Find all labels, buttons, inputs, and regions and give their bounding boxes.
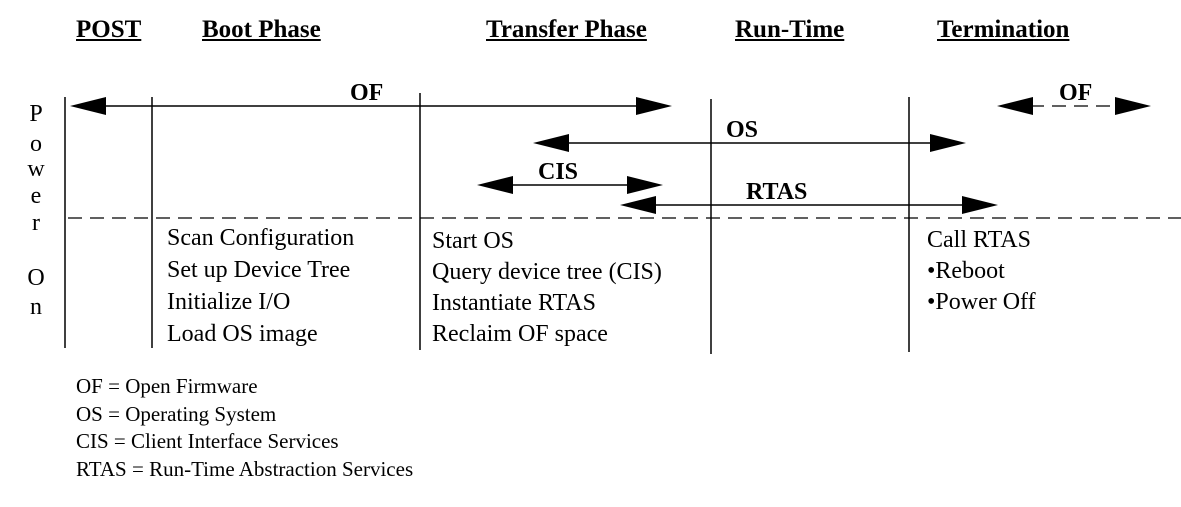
of-span-arrow — [70, 97, 672, 115]
legend-item: RTAS = Run-Time Abstraction Services — [76, 457, 414, 481]
of-termination-label: OF — [1059, 80, 1093, 106]
cis-arrow-label: CIS — [538, 159, 579, 185]
boot-steps-list: Scan Configuration Set up Device Tree In… — [167, 222, 354, 350]
power-on-char: P — [29, 101, 43, 127]
cis-span-arrow — [477, 176, 663, 194]
power-on-char: w — [27, 156, 45, 182]
termination-step: •Reboot — [927, 258, 1005, 284]
transfer-step: Instantiate RTAS — [432, 290, 596, 316]
phase-header-post: POST — [76, 16, 142, 43]
transfer-steps-list: Start OS Query device tree (CIS) Instant… — [432, 226, 662, 350]
os-arrow-label: OS — [726, 117, 759, 143]
termination-step: Call RTAS — [927, 227, 1031, 253]
of-arrow-label: OF — [350, 80, 384, 106]
phase-header-boot: Boot Phase — [202, 16, 321, 43]
rtas-arrow-label: RTAS — [746, 179, 808, 205]
of-termination-arrow — [997, 97, 1151, 115]
power-on-char: O — [27, 265, 45, 291]
boot-step: Scan Configuration — [167, 225, 355, 251]
legend-item: CIS = Client Interface Services — [76, 429, 339, 453]
boot-step: Initialize I/O — [167, 289, 291, 315]
transfer-step: Reclaim OF space — [432, 321, 608, 347]
boot-step: Set up Device Tree — [167, 257, 351, 283]
power-on-char: n — [30, 294, 42, 320]
termination-step: •Power Off — [927, 289, 1036, 315]
rtas-span-arrow — [620, 196, 998, 214]
phase-header-transfer: Transfer Phase — [486, 16, 647, 43]
phase-header-termination: Termination — [937, 16, 1070, 43]
phase-header-runtime: Run-Time — [735, 16, 845, 43]
boot-step: Load OS image — [167, 321, 318, 347]
power-on-char: o — [30, 131, 42, 157]
termination-steps-list: Call RTAS •Reboot •Power Off — [927, 225, 1036, 318]
transfer-step: Start OS — [432, 228, 515, 254]
os-span-arrow — [533, 134, 966, 152]
power-on-char: e — [30, 183, 42, 209]
transfer-step: Query device tree (CIS) — [432, 259, 662, 285]
power-on-char: r — [32, 210, 40, 236]
legend-item: OF = Open Firmware — [76, 374, 258, 398]
legend-item: OS = Operating System — [76, 402, 277, 426]
